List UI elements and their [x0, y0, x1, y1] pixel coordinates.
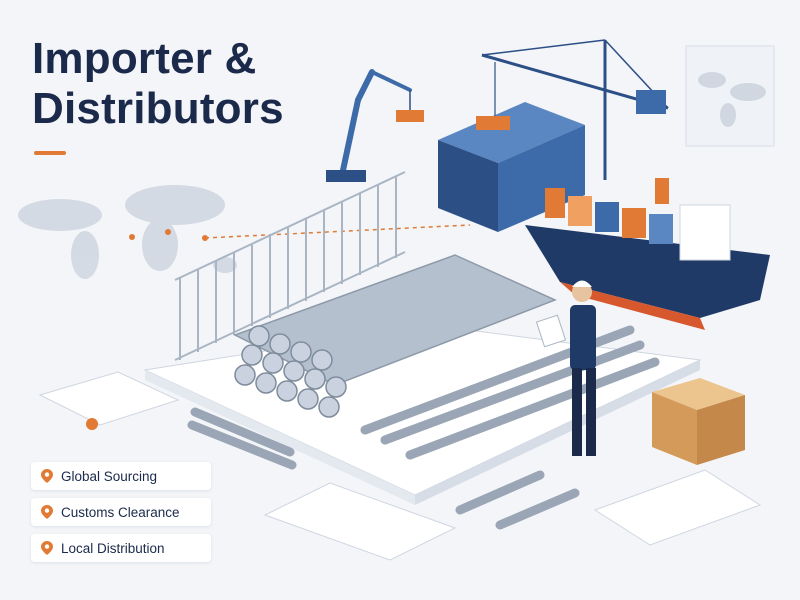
map-panel: [685, 45, 775, 147]
feature-customs-clearance: Customs Clearance: [31, 498, 211, 526]
feature-local-distribution: Local Distribution: [31, 534, 211, 562]
title-line-2: Distributors: [32, 84, 284, 133]
location-pin-icon: [41, 505, 53, 519]
fence: [174, 171, 406, 361]
steel-pipes: [233, 254, 557, 418]
worker-figure: [535, 280, 596, 456]
feature-list: Global Sourcing Customs Clearance Local …: [31, 462, 211, 570]
page-title: Importer & Distributors: [32, 34, 284, 134]
cargo-ship: [525, 178, 770, 330]
feature-label: Local Distribution: [61, 540, 165, 556]
shipping-container: [438, 102, 585, 232]
cardboard-box: [652, 378, 745, 465]
feature-global-sourcing: Global Sourcing: [31, 462, 211, 490]
title-line-1: Importer &: [32, 34, 257, 83]
feature-label: Global Sourcing: [61, 468, 158, 484]
loose-pipes: [187, 325, 660, 530]
gantry-crane: [339, 69, 412, 178]
location-pin-icon: [41, 541, 53, 555]
documents: [38, 371, 762, 561]
location-pin-icon: [41, 469, 53, 483]
feature-label: Customs Clearance: [61, 504, 180, 520]
world-map: [18, 185, 237, 279]
title-accent-bar: [34, 151, 66, 155]
